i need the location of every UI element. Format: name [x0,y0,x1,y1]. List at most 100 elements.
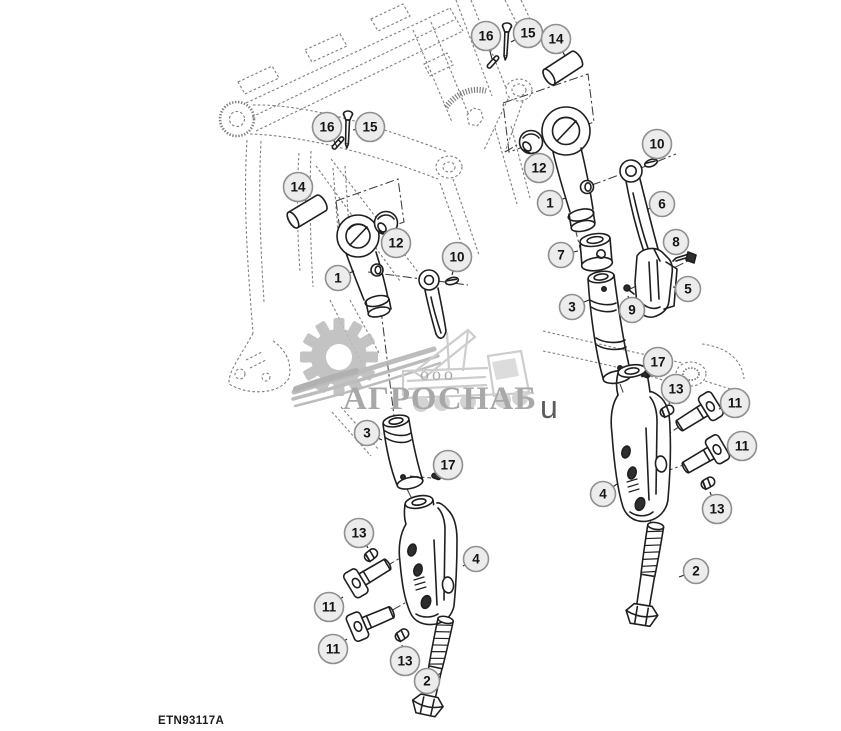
callout-6: 6 [647,190,676,218]
part-bolt-15-left [341,110,354,149]
svg-text:9: 9 [628,303,636,318]
callout-15: 15 [352,111,386,143]
svg-text:8: 8 [672,235,680,250]
svg-text:1: 1 [546,196,554,211]
svg-text:13: 13 [709,502,725,517]
svg-text:13: 13 [351,526,367,541]
part-clip-13-left-b [392,626,412,644]
part-clip-16-right [485,54,501,70]
callout-1: 1 [324,264,355,292]
part-clip-13-right-b [698,474,718,492]
callout-7: 7 [547,241,579,269]
callout-16: 16 [311,111,343,148]
svg-text:10: 10 [649,137,664,152]
callout-8: 8 [662,228,690,256]
watermark: ooo АГРОСНАБ u [291,318,558,425]
svg-text:16: 16 [478,29,494,44]
watermark-stray-letter: u [540,389,558,425]
part-upper-link-1-right [541,106,596,233]
callout-13: 13 [660,373,692,405]
callout-5: 5 [672,275,702,303]
part-clip-13-left-a [361,546,381,564]
callout-11: 11 [313,591,345,623]
part-pin-11-right-b [676,432,732,482]
watermark-gear-icon [300,318,378,396]
callout-4: 4 [462,545,490,573]
svg-text:13: 13 [668,382,684,397]
svg-text:5: 5 [684,282,692,297]
callout-13: 13 [343,517,375,549]
callout-11: 11 [726,430,758,462]
svg-text:17: 17 [440,458,455,473]
svg-text:6: 6 [658,197,666,212]
svg-text:12: 12 [531,161,546,176]
svg-text:10: 10 [449,250,464,265]
drawing-code: ETN93117A [158,715,224,727]
svg-text:11: 11 [326,642,341,657]
callout-15: 15 [510,17,544,49]
right-assembly [485,21,732,629]
svg-text:14: 14 [548,32,564,47]
svg-text:7: 7 [557,248,565,263]
svg-text:14: 14 [290,180,306,195]
svg-text:11: 11 [735,439,750,454]
svg-text:11: 11 [322,600,337,615]
callout-17: 17 [432,449,464,481]
svg-text:15: 15 [362,120,378,135]
svg-text:4: 4 [472,552,480,567]
callout-10: 10 [441,241,473,276]
callout-14: 14 [282,171,314,203]
part-pin-14-right [539,48,586,88]
svg-text:15: 15 [520,26,536,41]
callout-2: 2 [413,667,442,695]
callout-2: 2 [678,557,710,585]
part-clevis-4-left [398,494,458,626]
part-upper-link-left [336,214,392,318]
svg-text:2: 2 [423,674,431,689]
callout-13: 13 [701,491,733,525]
part-pin-11-left-b [344,597,400,644]
callout-11: 11 [317,633,349,665]
part-ball-bushing-12-right [518,129,544,155]
svg-text:3: 3 [568,300,576,315]
svg-text:3: 3 [363,426,371,441]
callout-13: 13 [389,644,421,677]
svg-text:1: 1 [334,271,342,286]
callout-10: 10 [641,128,673,160]
callout-3: 3 [558,293,590,321]
callout-3: 3 [353,419,383,447]
part-bolt-15-right [499,21,513,61]
callout-17: 17 [642,346,674,378]
left-assembly [284,110,463,719]
part-bolt-8 [672,251,697,264]
svg-text:4: 4 [599,487,607,502]
svg-text:2: 2 [692,564,700,579]
callout-12: 12 [380,227,412,259]
svg-text:17: 17 [650,355,665,370]
part-screw-9 [623,284,635,295]
tractor-frame-art [220,0,744,456]
callout-14: 14 [540,23,572,57]
part-clip-10-left [444,275,460,287]
svg-text:12: 12 [388,236,403,251]
callout-9: 9 [618,295,646,324]
part-crank-6-left [418,269,447,339]
part-tube-3-left [382,414,424,490]
part-nut-7 [579,232,614,272]
watermark-truck-icon [401,328,535,412]
part-tube-3-right [587,270,632,385]
watermark-org-form: ooo [420,364,456,384]
part-clevis-4-right [610,363,672,523]
callout-1: 1 [536,189,567,217]
part-screw-2-right [623,519,673,629]
callout-11: 11 [718,387,751,419]
svg-text:13: 13 [397,654,413,669]
svg-text:11: 11 [728,396,743,411]
callout-16: 16 [470,20,502,60]
watermark-leafspring-icon [291,346,442,408]
svg-text:16: 16 [319,120,335,135]
callout-12: 12 [523,151,555,184]
callout-4: 4 [589,480,618,508]
